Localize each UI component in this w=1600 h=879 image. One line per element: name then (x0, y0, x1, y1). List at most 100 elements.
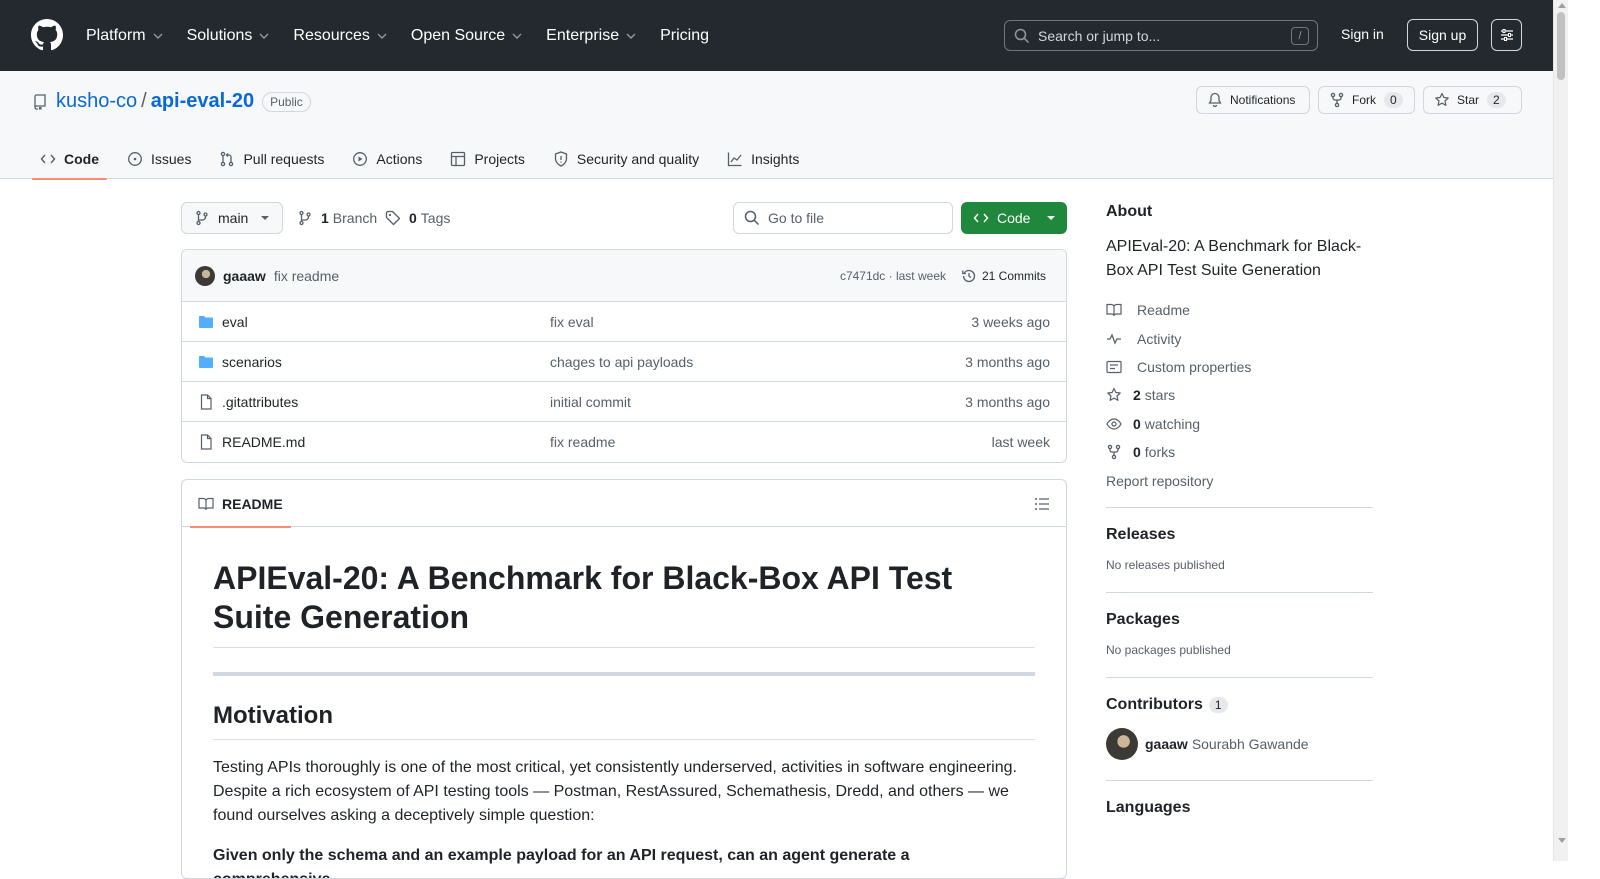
chevron-down-icon (377, 33, 387, 39)
search-icon (744, 210, 760, 226)
file-commit-message-link[interactable]: chages to api payloads (550, 353, 694, 370)
sidebar-custom-properties-link[interactable]: Custom properties (1106, 353, 1373, 381)
nav-pricing[interactable]: Pricing (660, 27, 709, 45)
releases-heading[interactable]: Releases (1106, 525, 1176, 543)
fork-button[interactable]: Fork 0 (1318, 86, 1415, 114)
tab-security[interactable]: Security and quality (545, 139, 707, 179)
file-date: 3 weeks ago (971, 313, 1050, 330)
sign-in-link[interactable]: Sign in (1341, 26, 1384, 42)
repo-owner-link[interactable]: kusho-co (56, 90, 138, 112)
commit-message-link[interactable]: fix readme (273, 267, 340, 284)
file-commit-message-link[interactable]: fix eval (550, 313, 594, 330)
branch-icon (299, 210, 311, 226)
nav-resources[interactable]: Resources (293, 27, 387, 45)
repo-name-link[interactable]: api-eval-20 (150, 90, 255, 112)
repo-title: kusho-co / api-eval-20 Public (32, 90, 311, 113)
fork-count: 0 (1384, 92, 1403, 108)
star-icon (1107, 388, 1121, 402)
file-name-link[interactable]: scenarios (222, 353, 282, 370)
folder-icon (199, 315, 213, 328)
file-name-link[interactable]: README.md (222, 434, 306, 450)
contributor-login[interactable]: gaaaw (1145, 735, 1188, 752)
file-commit-message-link[interactable]: fix readme (550, 434, 616, 450)
bell-icon (1208, 92, 1222, 108)
tab-actions[interactable]: Actions (344, 139, 430, 179)
page-scrollbar[interactable] (1553, 0, 1568, 861)
tags-link[interactable]: 0 Tags (385, 210, 450, 226)
avatar[interactable] (1106, 727, 1138, 760)
avatar[interactable] (195, 265, 215, 286)
tab-projects[interactable]: Projects (442, 139, 533, 179)
go-to-file-input[interactable]: Go to file (733, 202, 953, 234)
packages-section: Packages No packages published (1106, 591, 1373, 677)
table-row[interactable]: README.md fix readme last week (182, 422, 1066, 462)
sidebar-link-label: Activity (1137, 330, 1182, 347)
file-name-link[interactable]: .gitattributes (222, 393, 299, 410)
commits-history-link[interactable]: 21 Commits (961, 268, 1046, 284)
tab-issues-label: Issues (151, 151, 192, 167)
nav-open-source[interactable]: Open Source (411, 27, 523, 45)
nav-enterprise[interactable]: Enterprise (546, 27, 637, 45)
code-dropdown-button[interactable]: Code (961, 202, 1067, 234)
sidebar-count: 0 (1133, 444, 1141, 461)
readme-tab-label: README (222, 495, 283, 512)
readme-bold-line: Given only the schema and an example pay… (213, 847, 910, 878)
table-row[interactable]: eval fix eval 3 weeks ago (182, 302, 1066, 342)
book-icon (198, 497, 214, 510)
table-row[interactable]: scenarios chages to api payloads 3 month… (182, 342, 1066, 382)
commit-sha-time[interactable]: c7471dc · last week (839, 268, 946, 283)
star-button[interactable]: Star 2 (1423, 86, 1522, 114)
sidebar-forks-link[interactable]: 0 forks (1106, 438, 1373, 466)
nav-platform[interactable]: Platform (86, 27, 164, 45)
sign-up-button[interactable]: Sign up (1407, 19, 1478, 51)
tab-pull-requests[interactable]: Pull requests (211, 139, 332, 179)
scroll-down-arrow-icon[interactable] (1558, 838, 1566, 843)
contributors-heading-label: Contributors (1106, 695, 1203, 713)
star-count: 2 (1487, 92, 1506, 108)
table-row[interactable]: .gitattributes initial commit 3 months a… (182, 382, 1066, 422)
nav-solutions[interactable]: Solutions (187, 27, 271, 45)
eye-icon (1106, 418, 1122, 430)
branch-select-button[interactable]: main (181, 202, 283, 234)
contributor-item[interactable]: gaaaw Sourabh Gawande (1106, 727, 1373, 760)
branches-link[interactable]: 1 Branch (297, 210, 377, 226)
file-name-link[interactable]: eval (222, 313, 248, 330)
nav-pricing-label: Pricing (660, 26, 709, 44)
tab-insights[interactable]: Insights (719, 139, 807, 179)
scroll-thumb[interactable] (1557, 12, 1565, 80)
list-outline-icon[interactable] (1034, 496, 1050, 512)
header-menu-button[interactable] (1491, 19, 1522, 51)
branch-count: 1 (321, 210, 329, 226)
file-commit-message-link[interactable]: initial commit (550, 393, 631, 410)
releases-empty-text: No releases published (1106, 557, 1225, 572)
branch-name: main (218, 210, 249, 226)
readme-paragraph: Testing APIs thoroughly is one of the mo… (213, 759, 1017, 824)
nav-resources-label: Resources (293, 26, 370, 44)
sidebar-watching-link[interactable]: 0 watching (1106, 410, 1373, 438)
tab-issues[interactable]: Issues (119, 139, 199, 179)
notifications-button[interactable]: Notifications (1196, 86, 1310, 114)
history-icon (962, 269, 976, 282)
visibility-badge: Public (262, 91, 311, 112)
tab-code-label: Code (64, 151, 99, 167)
sidebar-readme-link[interactable]: Readme (1106, 296, 1373, 324)
nav-enterprise-label: Enterprise (546, 26, 620, 44)
report-repository-link[interactable]: Report repository (1106, 472, 1214, 489)
github-logo-icon[interactable] (31, 19, 63, 51)
sidebar-activity-link[interactable]: Activity (1106, 324, 1373, 352)
issue-icon (128, 152, 142, 166)
table-icon (451, 151, 466, 167)
packages-heading[interactable]: Packages (1106, 610, 1180, 628)
readme-tab[interactable]: README (190, 480, 291, 528)
about-heading: About (1106, 203, 1153, 220)
nav-platform-label: Platform (86, 26, 146, 44)
fork-icon (1330, 92, 1344, 108)
releases-section: Releases No releases published (1106, 506, 1373, 592)
sidebar-stars-link[interactable]: 2 stars (1106, 381, 1373, 409)
commit-author-link[interactable]: gaaaw (223, 267, 266, 284)
scroll-up-arrow-icon[interactable] (1558, 3, 1566, 8)
tab-code[interactable]: Code (32, 139, 107, 180)
global-search-input[interactable]: Search or jump to... / (1004, 20, 1318, 51)
fork-icon (1107, 444, 1121, 460)
